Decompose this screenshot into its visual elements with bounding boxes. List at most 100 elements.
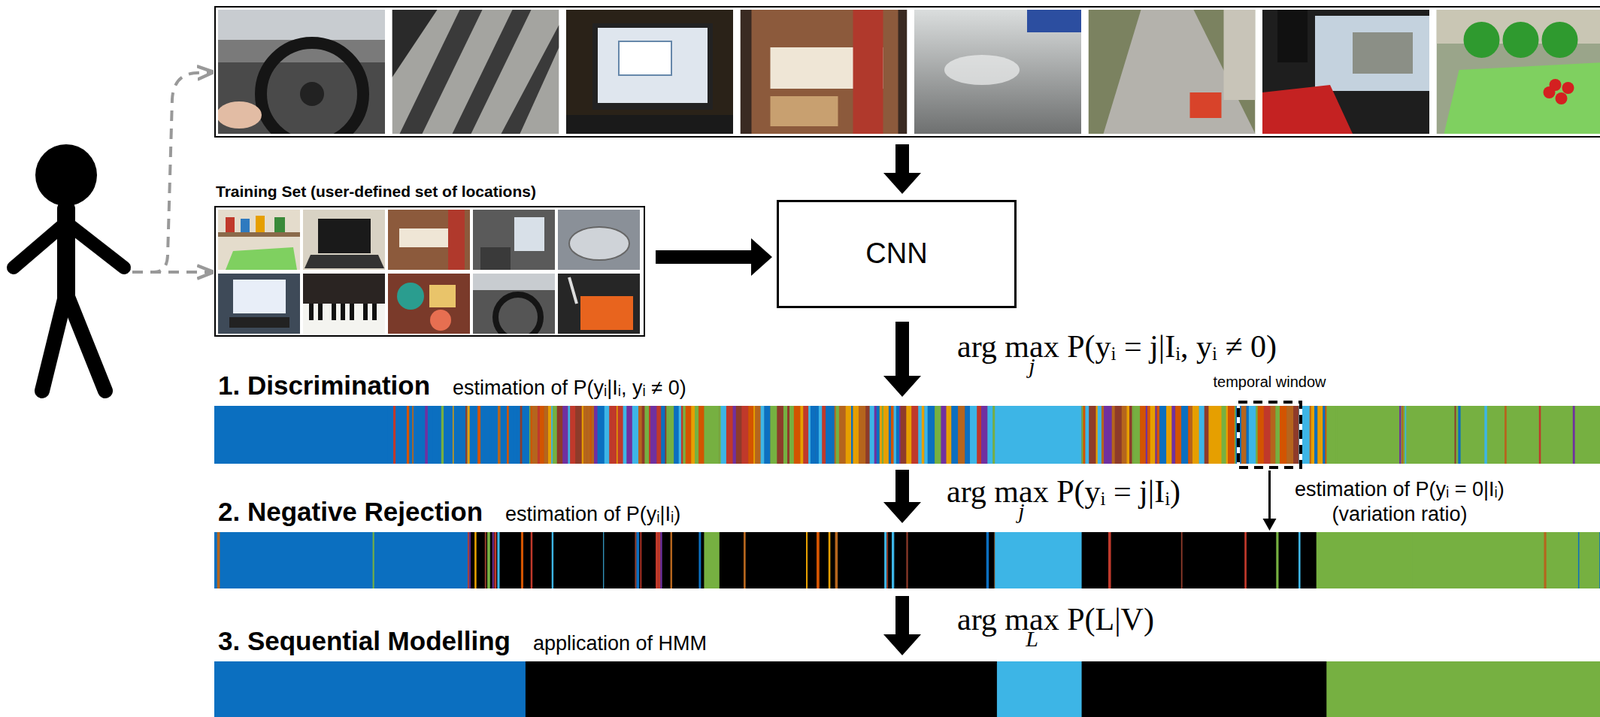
timeline-segment	[828, 532, 831, 589]
timeline-segment	[496, 532, 500, 589]
timeline-segment	[832, 406, 835, 464]
timeline-segment	[441, 406, 444, 464]
training-thumbnails	[255, 215, 265, 233]
timeline-bar-label: estimation of P(yᵢ|Iᵢ)	[505, 503, 681, 527]
video-frames	[218, 9, 385, 40]
video-frames	[218, 101, 262, 129]
timeline-segment	[1097, 406, 1103, 464]
training-thumbnails	[430, 309, 452, 331]
timeline-segment	[736, 406, 743, 464]
timeline-segment	[769, 406, 777, 464]
timeline-segment	[640, 532, 643, 589]
timeline-segment	[632, 406, 640, 464]
timeline-segment	[214, 532, 470, 589]
timeline-segment	[852, 406, 858, 464]
timeline-segment	[474, 532, 477, 589]
timeline-segment	[656, 406, 661, 464]
training-thumbnails	[396, 282, 425, 310]
flow-arrow	[655, 238, 773, 276]
timeline-segment	[927, 406, 936, 464]
timeline-segment	[1129, 406, 1133, 464]
timeline-segment	[976, 406, 982, 464]
training-thumbnails	[303, 303, 385, 334]
timeline-segment	[1599, 532, 1600, 589]
input-arrow	[883, 144, 922, 194]
edge-label: estimation of P(yᵢ = 0|Iᵢ)	[1294, 478, 1505, 502]
video-frames	[1103, 9, 1256, 134]
timeline-segment	[575, 406, 582, 464]
timeline-segment	[891, 532, 894, 589]
timeline-segment	[465, 406, 467, 464]
timeline-segment	[1081, 661, 1328, 717]
timeline-segment	[1298, 532, 1301, 589]
timeline-segment	[921, 406, 925, 464]
process-box: CNN	[776, 200, 1017, 309]
training-thumbnails	[569, 227, 630, 261]
timeline-segment	[591, 406, 595, 464]
timeline-segment	[670, 532, 673, 589]
timeline-segment	[924, 406, 928, 464]
timeline-segment	[467, 532, 470, 589]
training-thumbnails	[372, 303, 377, 321]
timeline-segment	[874, 406, 878, 464]
timeline-segment	[492, 532, 494, 589]
edge-label: arg max P(yᵢ = j|Iᵢ, yᵢ ≠ 0)	[957, 328, 1277, 365]
timeline-segment	[660, 532, 662, 589]
timeline-segment	[964, 406, 970, 464]
timeline-segment	[1248, 406, 1257, 464]
timeline-segment	[452, 406, 454, 464]
training-thumbnails	[331, 303, 337, 321]
training-thumbnails	[557, 273, 640, 334]
timeline-segment	[941, 406, 947, 464]
video-frames	[392, 9, 560, 134]
training-thumbnails	[480, 247, 511, 270]
timeline-segment	[655, 532, 658, 589]
video-frames	[1549, 78, 1562, 91]
timeline-segment	[609, 406, 613, 464]
video-frames	[215, 6, 1600, 146]
timeline-segment	[869, 406, 876, 464]
timeline-segment	[1286, 406, 1294, 464]
timeline-segment	[1084, 406, 1089, 464]
video-frames	[566, 115, 734, 134]
timeline-segment	[888, 406, 892, 464]
timeline-segment	[1311, 406, 1316, 464]
timeline-segment	[469, 532, 531, 589]
timeline-segment	[1326, 406, 1600, 464]
training-thumbnails	[218, 209, 300, 270]
flow-arrow	[883, 596, 922, 656]
heading-row: temporal window	[1212, 373, 1326, 391]
timeline-segment	[1112, 406, 1116, 464]
training-set-label: Training Set (user-defined set of locati…	[215, 182, 537, 201]
edge-label: arg max P(yᵢ = j|Iᵢ)	[946, 473, 1181, 510]
training-thumbnails	[274, 217, 285, 233]
timeline-segment	[703, 406, 720, 464]
timeline-segment	[1572, 406, 1576, 464]
training-thumbnails	[303, 273, 385, 334]
window-outline	[1236, 400, 1303, 470]
timeline-segment	[1175, 406, 1182, 464]
timeline-segment	[493, 532, 497, 589]
video-frames	[597, 27, 708, 104]
heading-row: Training Set (user-defined set of locati…	[215, 182, 537, 201]
timeline-segment	[562, 406, 569, 464]
video-frames	[1262, 9, 1430, 134]
timeline-segment	[698, 406, 705, 464]
timeline-segment	[1083, 406, 1086, 464]
flow-arrow	[883, 321, 922, 397]
training-thumbnails	[240, 218, 250, 233]
timeline-bar: 2. Negative Rejectionestimation of P(yᵢ|…	[214, 532, 1600, 589]
timeline-segment	[1241, 406, 1247, 464]
timeline-segment	[487, 532, 491, 589]
video-frames	[751, 9, 899, 134]
video-frames	[914, 9, 1082, 134]
timeline-segment	[946, 406, 952, 464]
timeline-segment	[525, 661, 998, 717]
training-thumbnails	[387, 209, 470, 270]
video-frames	[944, 54, 1020, 85]
timeline-segment	[530, 532, 534, 589]
timeline-segment	[776, 406, 784, 464]
timeline-segment	[557, 406, 564, 464]
timeline-segment	[787, 406, 790, 464]
